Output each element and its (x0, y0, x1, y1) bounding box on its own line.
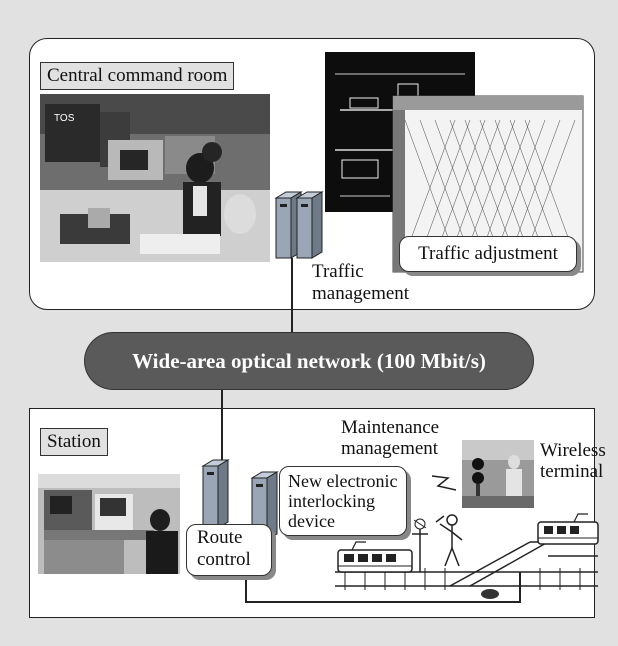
maintenance-management-label: Maintenance management (341, 417, 439, 459)
station-photo (38, 474, 180, 574)
traffic-management-server-icon (274, 191, 324, 259)
central-command-title: Central command room (40, 62, 235, 90)
wireless-line-2: terminal (540, 461, 604, 482)
traffic-adjustment-label: Traffic adjustment (399, 236, 577, 272)
wireless-terminal-label: Wireless terminal (540, 440, 606, 482)
command-room-photo: TOS (40, 94, 270, 262)
interlocking-line-1: New electronic (288, 471, 398, 491)
network-label: Wide-area optical network (100 Mbit/s) (132, 348, 486, 373)
wireless-signal-icon (431, 475, 457, 491)
railway-signal-icon (412, 518, 428, 572)
train-left-icon (337, 541, 413, 573)
traffic-adjustment-text: Traffic adjustment (418, 243, 558, 264)
interlocking-line-3: device (288, 511, 335, 531)
route-control-line-2: control (197, 549, 251, 570)
track-vehicle-icon (481, 589, 499, 599)
traffic-management-label: Traffic management (312, 261, 409, 305)
wireless-line-1: Wireless (540, 440, 606, 461)
train-right-icon (537, 513, 599, 545)
route-control-line-1: Route (197, 527, 243, 548)
station-title: Station (40, 428, 108, 456)
interlocking-device-label: New electronic interlocking device (279, 466, 407, 536)
wide-area-optical-network: Wide-area optical network (100 Mbit/s) (85, 333, 533, 389)
traffic-management-line-2: management (312, 283, 410, 304)
maintenance-worker-icon (435, 514, 463, 567)
interlocking-line-2: interlocking (288, 491, 375, 511)
command-room-sign: TOS (54, 113, 75, 124)
route-control-server-icon (201, 459, 230, 529)
route-control-label: Route control (186, 524, 272, 576)
maintenance-line-1: Maintenance (341, 417, 440, 438)
wireless-terminal-photo (462, 440, 534, 508)
maintenance-line-2: management (341, 438, 439, 459)
traffic-management-line-1: Traffic (312, 261, 364, 282)
